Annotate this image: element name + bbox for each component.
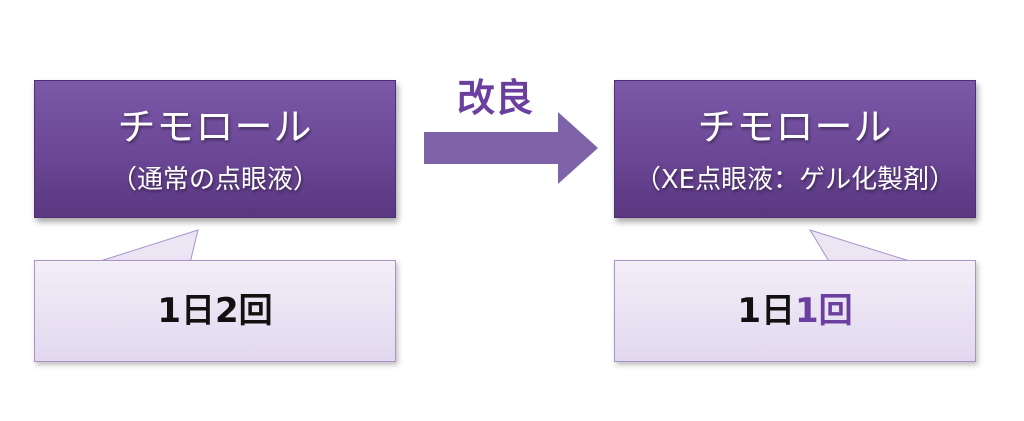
before-product-title: チモロール [117,105,313,149]
before-dosage-text: 1日2回 [157,291,273,331]
improvement-arrow [424,112,598,184]
after-dosage-prefix: 1日 [737,291,795,331]
after-dosage-callout: 1日1回 [614,260,976,362]
before-product-box: チモロール （通常の点眼液） [34,80,396,218]
after-dosage-highlight: 1回 [795,291,853,331]
before-product-subtitle: （通常の点眼液） [110,165,319,195]
after-product-box: チモロール （XE点眼液：ゲル化製剤） [614,80,976,218]
improvement-label: 改良 [456,76,533,120]
after-product-subtitle: （XE点眼液：ゲル化製剤） [634,165,956,195]
before-dosage-callout: 1日2回 [34,260,396,362]
after-dosage-text: 1日1回 [615,291,975,331]
after-product-title: チモロール [697,105,893,149]
